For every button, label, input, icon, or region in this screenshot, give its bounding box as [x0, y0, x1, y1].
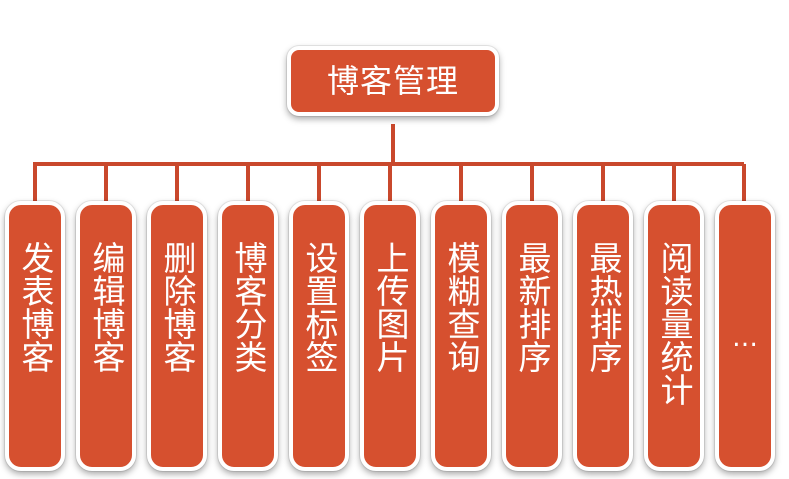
- child-node-delete: 删除博客: [147, 201, 207, 471]
- child-label: 发表博客: [16, 241, 55, 373]
- child-node-category: 博客分类: [218, 201, 278, 471]
- child-node-upload-image: 上传图片: [360, 201, 420, 471]
- child-node-more: …: [715, 201, 775, 471]
- child-label: 博客分类: [229, 241, 268, 373]
- child-label: …: [732, 323, 758, 353]
- child-label: 模糊查询: [442, 241, 481, 373]
- child-label: 最热排序: [584, 241, 623, 373]
- root-node: 博客管理: [287, 46, 499, 116]
- child-label: 编辑博客: [87, 241, 126, 373]
- child-label: 上传图片: [371, 241, 410, 373]
- child-label: 设置标签: [300, 241, 339, 373]
- child-node-tags: 设置标签: [289, 201, 349, 471]
- child-node-publish: 发表博客: [5, 201, 65, 471]
- child-node-sort-hottest: 最热排序: [573, 201, 633, 471]
- child-node-fuzzy-search: 模糊查询: [431, 201, 491, 471]
- child-node-read-stats: 阅读量统计: [644, 201, 704, 471]
- child-node-edit: 编辑博客: [76, 201, 136, 471]
- root-label: 博客管理: [326, 62, 459, 100]
- child-label: 阅读量统计: [655, 241, 694, 406]
- child-label: 删除博客: [158, 241, 197, 373]
- child-node-sort-newest: 最新排序: [502, 201, 562, 471]
- child-label: 最新排序: [513, 241, 552, 373]
